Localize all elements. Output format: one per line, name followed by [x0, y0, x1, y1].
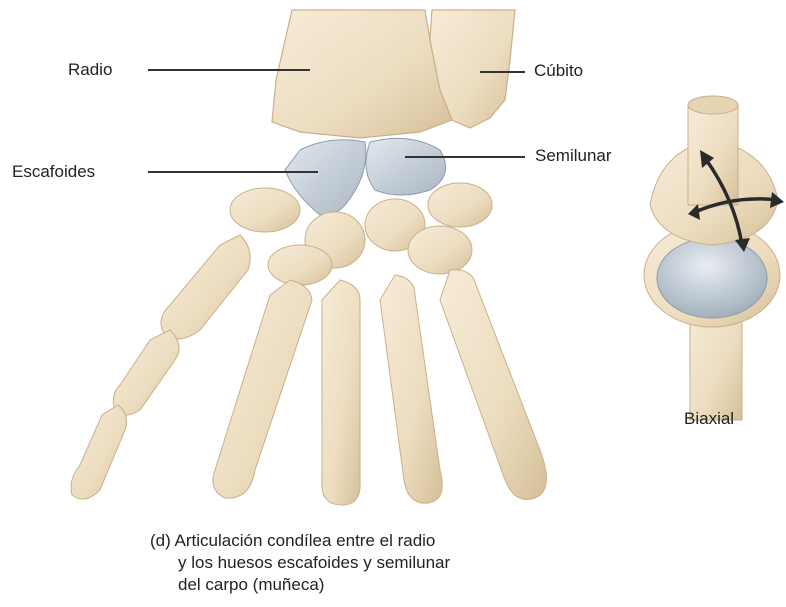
caption-line: y los huesos escafoides y semilunar: [150, 552, 450, 574]
caption-line: (d) Articulación condílea entre el radio: [150, 530, 450, 552]
metacarpal-5: [440, 270, 546, 500]
thumb-distal-phalanx: [71, 405, 126, 499]
caption-line: del carpo (muñeca): [150, 574, 450, 596]
label-biaxial: Biaxial: [684, 409, 734, 429]
figure-caption: (d) Articulación condílea entre el radio…: [150, 530, 450, 596]
carpal-bone: [230, 188, 300, 232]
label-cubito: Cúbito: [534, 61, 583, 81]
thumb-metacarpal: [161, 235, 250, 339]
lunate-cartilage: [366, 138, 446, 195]
carpal-bone: [408, 226, 472, 274]
label-radio: Radio: [68, 60, 112, 80]
radius-bone: [272, 10, 452, 138]
biaxial-joint-model: [644, 96, 780, 420]
label-escafoides: Escafoides: [12, 162, 95, 182]
carpal-bone: [428, 183, 492, 227]
metacarpal-4: [380, 275, 442, 503]
label-semilunar: Semilunar: [535, 146, 612, 166]
thumb-phalanx: [113, 330, 179, 415]
metacarpal-2: [213, 280, 312, 498]
carpal-bone: [268, 245, 332, 285]
metacarpal-3: [322, 280, 360, 505]
